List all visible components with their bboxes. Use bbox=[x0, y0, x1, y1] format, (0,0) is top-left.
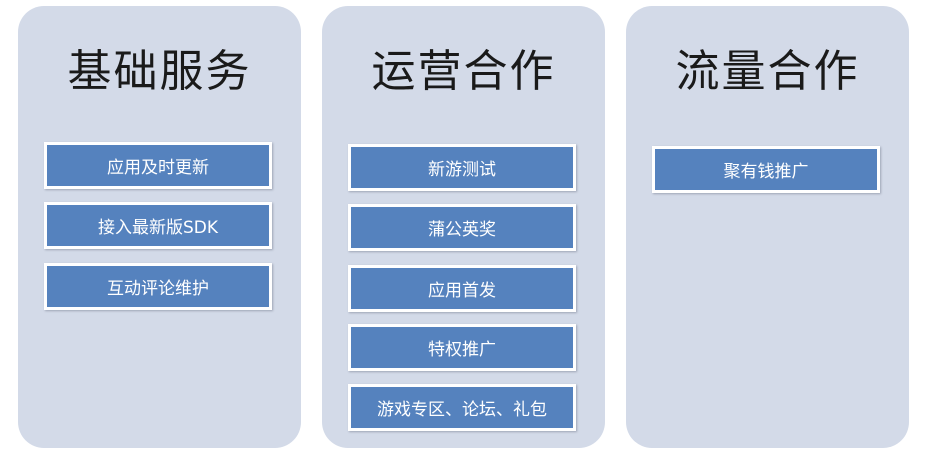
item-box: 聚有钱推广 bbox=[652, 146, 880, 193]
item-box: 接入最新版SDK bbox=[44, 202, 272, 249]
item-box: 蒲公英奖 bbox=[348, 204, 576, 251]
item-box: 应用首发 bbox=[348, 265, 576, 312]
item-box: 互动评论维护 bbox=[44, 263, 272, 310]
item-box: 新游测试 bbox=[348, 144, 576, 191]
item-box: 应用及时更新 bbox=[44, 142, 272, 189]
column-title: 运营合作 bbox=[371, 46, 556, 97]
column-traffic-cooperation: 流量合作 聚有钱推广 bbox=[626, 6, 909, 448]
column-title: 基础服务 bbox=[67, 46, 252, 97]
column-title: 流量合作 bbox=[675, 46, 860, 97]
item-box: 游戏专区、论坛、礼包 bbox=[348, 384, 576, 431]
column-operations-cooperation: 运营合作 新游测试 蒲公英奖 应用首发 特权推广 游戏专区、论坛、礼包 bbox=[322, 6, 605, 448]
column-basic-services: 基础服务 应用及时更新 接入最新版SDK 互动评论维护 bbox=[18, 6, 301, 448]
item-box: 特权推广 bbox=[348, 324, 576, 371]
